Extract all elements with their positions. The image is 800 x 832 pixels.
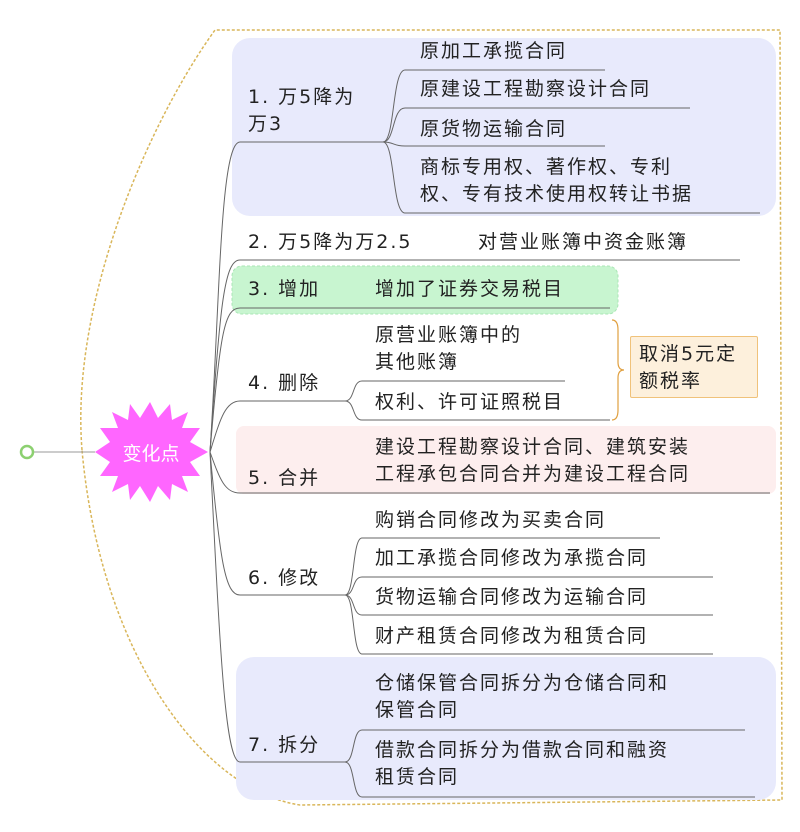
central-topic[interactable]: 变化点 [122,443,180,465]
branch-6-child[interactable]: 货物运输合同修改为运输合同 [375,586,649,608]
branch-4-label[interactable]: 4. 删除 [248,372,321,394]
branch-4-child[interactable]: 权利、许可证照税目 [375,391,565,413]
region-3 [231,265,619,315]
branch-1-child[interactable]: 商标专用权、著作权、专利 权、专有技术使用权转让书据 [420,156,694,205]
branch-7-label[interactable]: 7. 拆分 [248,734,321,756]
branch-2-label[interactable]: 2. 万5降为万2.5 [248,231,413,253]
summary-callout[interactable]: 取消5元定 额税率 [630,336,758,398]
branch-6-child[interactable]: 加工承揽合同修改为承揽合同 [375,547,649,569]
region-7 [236,657,776,800]
branch-1-child[interactable]: 原货物运输合同 [420,118,568,140]
branch-3-label[interactable]: 3. 增加 [248,278,321,300]
branch-7-child[interactable]: 仓储保管合同拆分为仓储合同和 保管合同 [375,672,670,721]
boundary [80,29,783,806]
branch-7-child[interactable]: 借款合同拆分为借款合同和融资 租赁合同 [375,739,670,788]
branch-1-child[interactable]: 原建设工程勘察设计合同 [420,78,652,100]
branch-4-child[interactable]: 原营业账簿中的 其他账簿 [375,324,523,373]
region-5 [236,426,776,494]
collapse-handle-icon[interactable] [19,444,35,460]
branch-5-label[interactable]: 5. 合并 [248,467,321,489]
branch-5-child[interactable]: 建设工程勘察设计合同、建筑安装 工程承包合同合并为建设工程合同 [375,436,691,485]
branch-6-child[interactable]: 购销合同修改为买卖合同 [375,509,607,531]
central-star-shape [95,402,208,502]
branch-6-label[interactable]: 6. 修改 [248,567,321,589]
branch-3-child[interactable]: 增加了证券交易税目 [375,278,565,300]
branch-2-child[interactable]: 对营业账簿中资金账簿 [478,231,689,253]
summary-bracket [611,319,625,421]
branch-1-child[interactable]: 原加工承揽合同 [420,40,568,62]
branch-6-child[interactable]: 财产租赁合同修改为租赁合同 [375,625,649,647]
branch-1-label[interactable]: 1. 万5降为 万3 [248,86,356,135]
region-1 [232,38,776,216]
